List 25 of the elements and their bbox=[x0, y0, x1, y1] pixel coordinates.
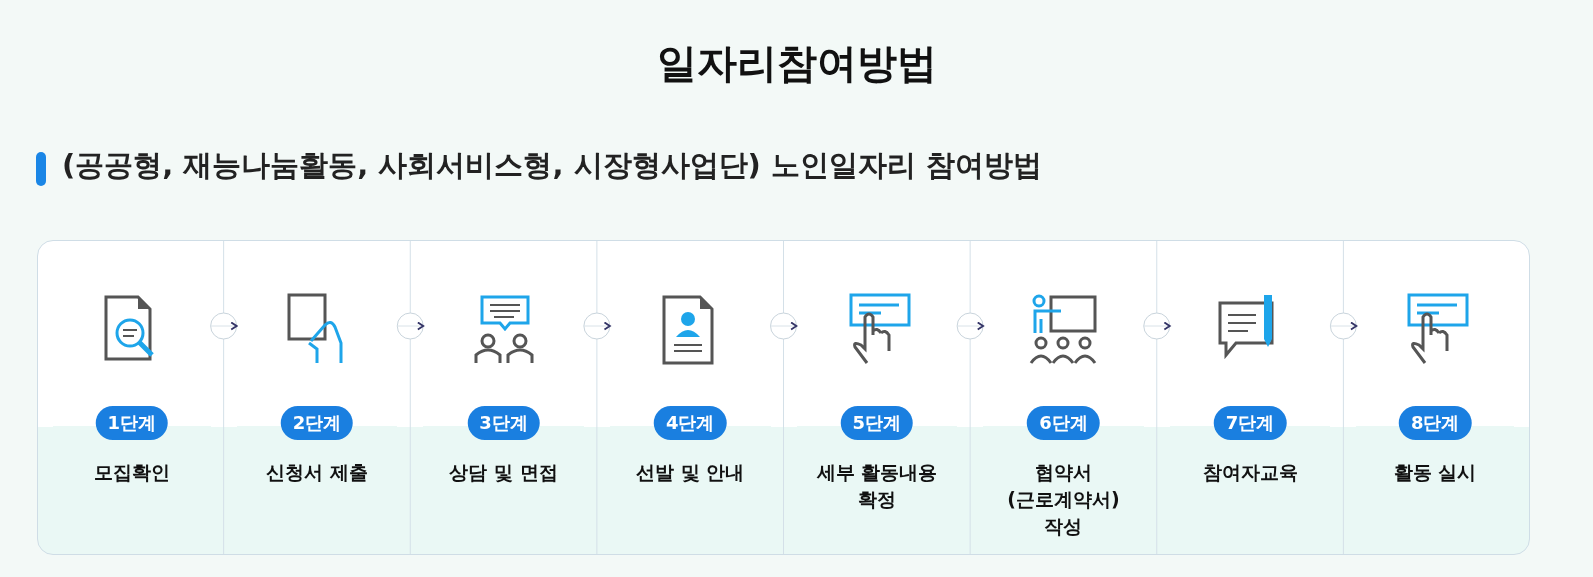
page-title: 일자리참여방법 bbox=[655, 39, 938, 88]
step-label: 모집확인 bbox=[92, 460, 171, 485]
step-label: 선발 및 안내 bbox=[635, 460, 746, 485]
step-badge: 6단계 bbox=[1027, 406, 1100, 440]
step-label: 세부 활동내용 확정 bbox=[815, 460, 939, 512]
step-label: 상담 및 면접 bbox=[448, 460, 559, 485]
arrow bbox=[583, 321, 611, 331]
step-badge: 1단계 bbox=[95, 406, 169, 440]
step-badge: 5단계 bbox=[840, 406, 914, 440]
arrow bbox=[1329, 321, 1358, 331]
step-badge: 2단계 bbox=[280, 406, 354, 440]
step-label: 참여자교육 bbox=[1201, 460, 1299, 485]
arrow bbox=[956, 321, 985, 331]
arrow bbox=[770, 321, 798, 331]
step-label: 협약서(근로계약서) 작성 bbox=[1006, 460, 1121, 539]
step-badge: 3단계 bbox=[467, 406, 540, 440]
arrow bbox=[1143, 321, 1171, 331]
arrow bbox=[210, 321, 238, 331]
step-label: 신청서 제출 bbox=[265, 460, 369, 485]
step-badge: 4단계 bbox=[653, 406, 727, 440]
arrow bbox=[396, 321, 425, 331]
step-badge: 7단계 bbox=[1213, 406, 1287, 440]
section-heading: (공공형, 재능나눔활동, 사회서비스형, 시장형사업단) 노인일자리 참여방법 bbox=[62, 147, 1043, 184]
step-label: 활동 실시 bbox=[1392, 460, 1478, 485]
step-badge: 8단계 bbox=[1398, 406, 1472, 440]
